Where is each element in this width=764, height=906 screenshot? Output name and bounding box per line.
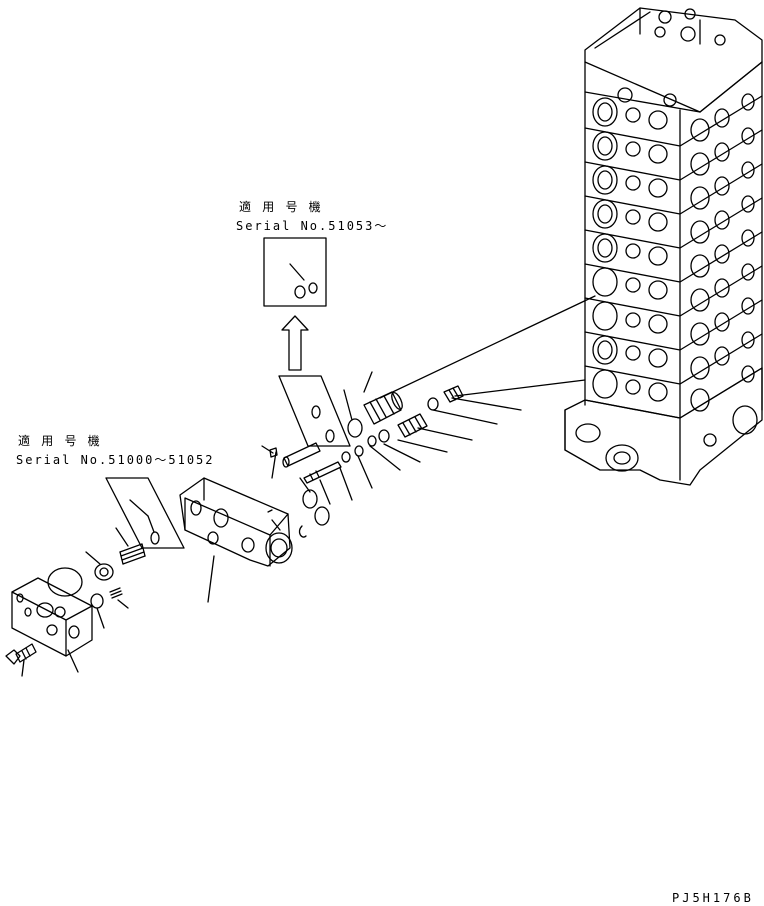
lower-serial-note-range: Serial No.51000～51052 xyxy=(16,453,215,467)
plug-assembly xyxy=(262,386,463,537)
up-arrow-icon xyxy=(282,316,308,370)
cover-plate xyxy=(12,578,92,672)
control-valve-assembly xyxy=(565,8,762,485)
spring-part xyxy=(116,528,145,564)
parts-group-outline xyxy=(106,478,184,548)
parts-group-outline xyxy=(279,376,350,446)
leader-line xyxy=(455,380,585,396)
upper-serial-note-heading: 適 用 号 機 xyxy=(239,200,323,214)
upper-serial-note-range: Serial No.51053～ xyxy=(236,219,389,233)
drawing-code: PJ5H176B xyxy=(672,891,754,905)
bolt-part xyxy=(6,644,36,676)
upper-detail-box xyxy=(264,238,326,306)
valve-housing xyxy=(180,452,292,566)
lower-serial-note-heading: 適 用 号 機 xyxy=(18,434,102,448)
leader-line xyxy=(380,296,595,398)
